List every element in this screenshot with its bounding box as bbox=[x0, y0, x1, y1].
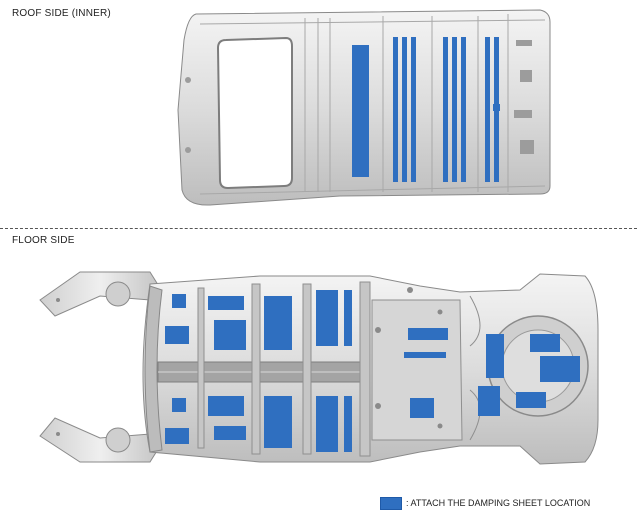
damping-sheet bbox=[516, 392, 546, 408]
sunroof-opening bbox=[216, 36, 293, 190]
damping-sheet bbox=[264, 296, 292, 350]
damping-sheet bbox=[165, 326, 189, 344]
damping-sheet bbox=[530, 334, 560, 352]
floor-damping-sheets bbox=[165, 290, 580, 452]
damping-sheet bbox=[208, 296, 244, 310]
legend: : ATTACH THE DAMPING SHEET LOCATION bbox=[380, 496, 590, 510]
damping-sheet bbox=[410, 398, 434, 418]
damping-sheet bbox=[214, 320, 246, 350]
damping-sheet bbox=[172, 398, 186, 412]
damping-sheet bbox=[165, 428, 189, 444]
damping-sheet bbox=[344, 396, 352, 452]
damping-sheet bbox=[172, 294, 186, 308]
damping-sheet bbox=[393, 37, 398, 182]
damping-sheet bbox=[316, 290, 338, 346]
damping-sheet bbox=[461, 37, 466, 182]
damping-sheet bbox=[404, 352, 446, 358]
damping-sheet bbox=[264, 396, 292, 448]
damping-sheet bbox=[493, 104, 500, 111]
damping-sheet bbox=[408, 328, 448, 340]
roof-side-label: ROOF SIDE (INNER) bbox=[12, 8, 111, 19]
damping-sheet bbox=[208, 396, 244, 416]
damping-sheet bbox=[478, 386, 500, 416]
floor-panel bbox=[39, 271, 599, 465]
floor-side-label: FLOOR SIDE bbox=[12, 235, 75, 246]
roof-damping-sheets bbox=[352, 37, 500, 182]
damping-sheet bbox=[486, 334, 504, 378]
section-divider bbox=[0, 228, 637, 229]
damping-sheet bbox=[452, 37, 457, 182]
damping-sheet bbox=[352, 45, 369, 177]
damping-sheet bbox=[485, 37, 490, 182]
strut-tower bbox=[105, 281, 131, 307]
damping-sheet bbox=[402, 37, 407, 182]
damping-sheet bbox=[411, 37, 416, 182]
damping-sheet bbox=[344, 290, 352, 346]
damping-sheet bbox=[214, 426, 246, 440]
legend-text: : ATTACH THE DAMPING SHEET LOCATION bbox=[406, 498, 591, 508]
strut-tower bbox=[105, 427, 131, 453]
damping-sheet bbox=[316, 396, 338, 452]
damping-sheet bbox=[443, 37, 448, 182]
legend-swatch bbox=[380, 496, 402, 510]
damping-sheet bbox=[540, 356, 580, 382]
